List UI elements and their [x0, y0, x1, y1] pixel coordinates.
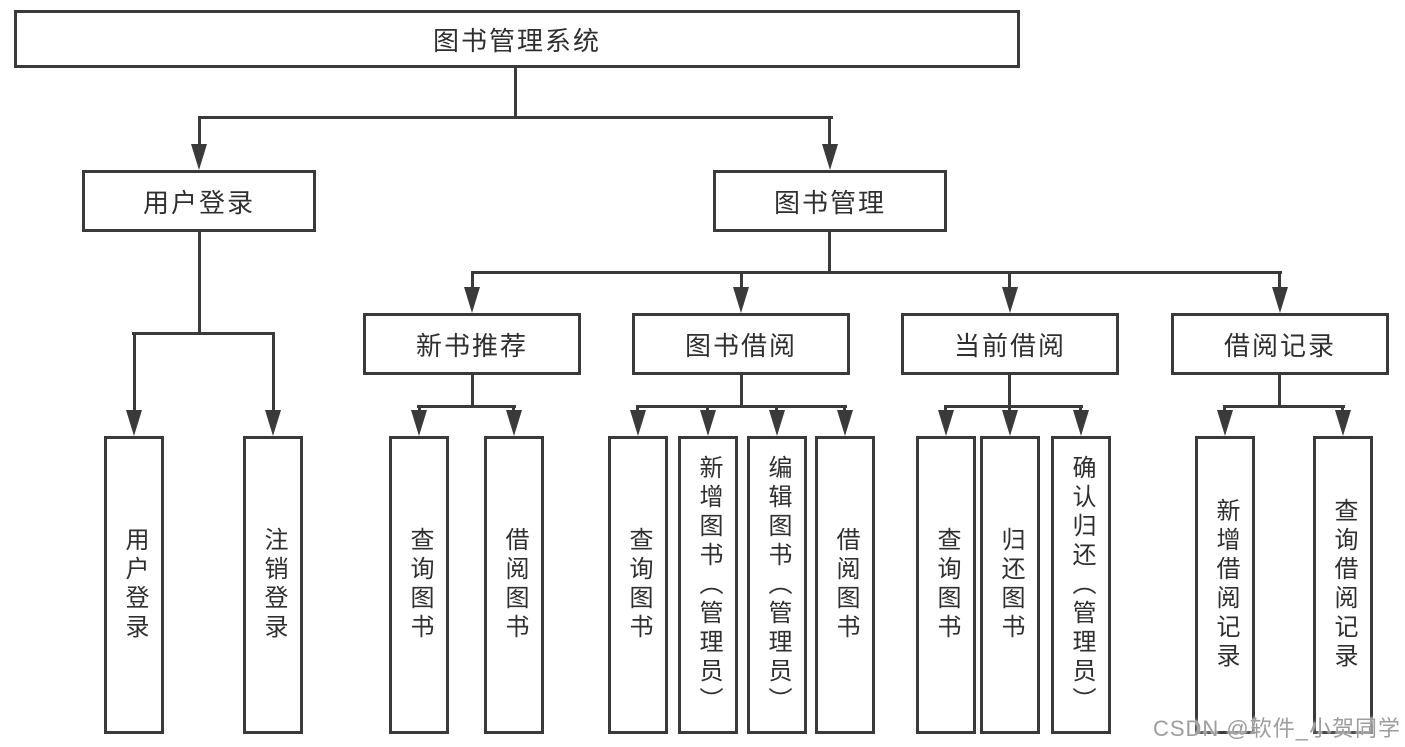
arrowhead-logout: [265, 410, 281, 436]
arrowhead-book-borrow: [733, 287, 749, 313]
connector-stem-s1c3: [843, 405, 846, 412]
arrowhead-borrow-record: [1272, 287, 1288, 313]
tree-node-new-book-recommend: 新书推荐: [363, 313, 581, 375]
leaf-label: 查询借阅记录: [1330, 498, 1357, 672]
connector-root-stem: [514, 68, 517, 118]
connector-stem-s2c2: [1079, 405, 1082, 412]
arrowhead-s3c1: [1335, 410, 1351, 436]
connector-stem-s1c1: [706, 405, 709, 412]
connector-stem-borrow-record: [1278, 271, 1281, 289]
connector-book-management-branch: [471, 271, 1282, 274]
arrowhead-current-borrow: [1002, 287, 1018, 313]
connector-s2-stem: [1008, 375, 1011, 407]
csdn-watermark: CSDN @软件_小贺同学: [1152, 716, 1401, 741]
connector-stem-book-borrow: [740, 271, 743, 289]
connector-stem-login: [133, 332, 136, 411]
leaf-borrow-book-recommend: 借阅图书: [484, 436, 544, 734]
connector-stem-user-login: [198, 116, 201, 146]
tree-node-user-login: 用户登录: [82, 170, 316, 232]
arrowhead-s1c2: [769, 410, 785, 436]
connector-root-branch: [198, 116, 833, 119]
leaf-label: 查询图书: [625, 527, 652, 643]
leaf-confirm-return-admin: 确认归还（管理员）: [1051, 436, 1111, 734]
tree-node-book-borrow: 图书借阅: [632, 313, 850, 375]
tree-node-book-management: 图书管理: [713, 170, 947, 232]
leaf-label: 查询图书: [933, 527, 960, 643]
connector-s1-stem: [740, 375, 743, 407]
connector-stem-s1c2: [775, 405, 778, 412]
connector-stem-s0c1: [512, 405, 515, 412]
leaf-label: 借阅图书: [832, 527, 859, 643]
arrowhead-s3c0: [1217, 410, 1233, 436]
connector-stem-s3c0: [1223, 405, 1226, 412]
connector-stem-s3c1: [1341, 405, 1344, 412]
leaf-query-book-borrow: 查询图书: [608, 436, 668, 734]
arrowhead-s2c2: [1073, 410, 1089, 436]
arrowhead-s1c0: [630, 410, 646, 436]
arrowhead-s1c1: [700, 410, 716, 436]
tree-node-current-borrow: 当前借阅: [901, 313, 1119, 375]
connector-s3-stem: [1278, 375, 1281, 407]
connector-s3-branch: [1223, 405, 1345, 408]
connector-stem-s0c0: [418, 405, 421, 412]
arrowhead-user-login: [191, 144, 207, 170]
leaf-label: 借阅图书: [501, 527, 528, 643]
connector-book-management-stem: [828, 232, 831, 274]
connector-s0-branch: [417, 405, 516, 408]
leaf-return-book: 归还图书: [980, 436, 1040, 734]
leaf-edit-book-admin: 编辑图书（管理员）: [747, 436, 807, 734]
leaf-query-book-recommend: 查询图书: [389, 436, 449, 734]
leaf-query-borrow-record: 查询借阅记录: [1313, 436, 1373, 734]
arrowhead-s2c1: [1002, 410, 1018, 436]
connector-s1-branch: [636, 405, 847, 408]
arrowhead-book-management: [822, 144, 838, 170]
tree-node-root: 图书管理系统: [14, 10, 1020, 68]
connector-stem-s1c0: [636, 405, 639, 412]
arrowhead-s1c3: [837, 410, 853, 436]
leaf-logout: 注销登录: [243, 436, 303, 734]
leaf-label: 查询图书: [406, 527, 433, 643]
arrowhead-s2c0: [938, 410, 954, 436]
leaf-add-book-admin: 新增图书（管理员）: [678, 436, 738, 734]
leaf-user-login: 用户登录: [104, 436, 164, 734]
arrowhead-login: [126, 410, 142, 436]
connector-s0-stem: [471, 375, 474, 407]
arrowhead-new-book: [464, 287, 480, 313]
connector-user-login-stem: [198, 232, 201, 335]
connector-s2-branch: [944, 405, 1083, 408]
tree-node-borrow-record: 借阅记录: [1171, 313, 1389, 375]
leaf-borrow-book: 借阅图书: [815, 436, 875, 734]
leaf-label: 注销登录: [260, 527, 287, 643]
connector-stem-s2c0: [944, 405, 947, 412]
leaf-label: 新增图书（管理员）: [695, 454, 722, 716]
connector-stem-s2c1: [1008, 405, 1011, 412]
connector-stem-current-borrow: [1008, 271, 1011, 289]
leaf-add-borrow-record: 新增借阅记录: [1195, 436, 1255, 734]
leaf-label: 归还图书: [997, 527, 1024, 643]
connector-stem-logout: [272, 332, 275, 411]
connector-user-login-branch: [132, 332, 275, 335]
arrowhead-s0c1: [506, 410, 522, 436]
leaf-label: 确认归还（管理员）: [1068, 454, 1095, 716]
leaf-query-book-current: 查询图书: [916, 436, 976, 734]
connector-stem-new-book: [471, 271, 474, 289]
leaf-label: 编辑图书（管理员）: [764, 454, 791, 716]
leaf-label: 用户登录: [121, 527, 148, 643]
connector-stem-book-management: [828, 116, 831, 146]
arrowhead-s0c0: [411, 410, 427, 436]
leaf-label: 新增借阅记录: [1212, 498, 1239, 672]
